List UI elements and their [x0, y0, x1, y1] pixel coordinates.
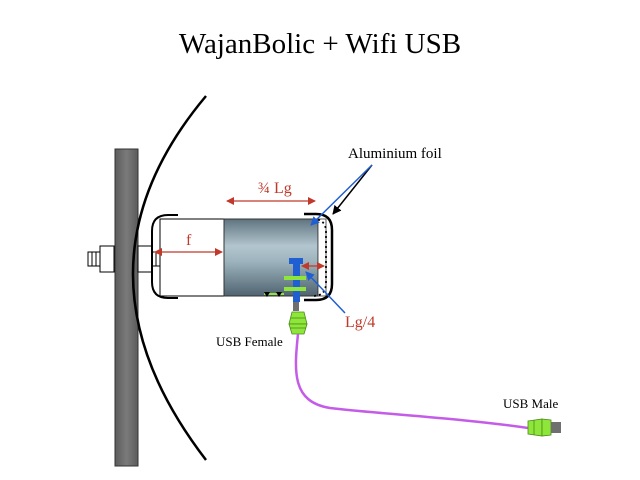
foil-pointer-2 [310, 164, 373, 226]
parabolic-dish [131, 95, 207, 461]
aluminium-foil-label: Aluminium foil [348, 146, 442, 162]
lg-quarter-label: Lg/4 [345, 314, 375, 331]
usb-female-label: USB Female [216, 334, 283, 349]
usb-female-connector [288, 311, 308, 335]
usb-male-label: USB Male [503, 396, 558, 411]
usb-cable [294, 333, 529, 430]
mounting-post [114, 148, 139, 467]
three-quarter-lg-label: ¾ Lg [258, 180, 292, 197]
foil-pointer-1 [332, 164, 373, 215]
lg-quarter-pointer [305, 271, 346, 314]
can-cylinder [223, 218, 319, 297]
tube-front-section [159, 218, 225, 297]
usb-male-connector [527, 418, 561, 437]
tube-left-cap [151, 214, 178, 299]
usb-wifi-probe [264, 258, 306, 311]
focal-length-label: f [186, 232, 192, 249]
tube-right-cap [304, 212, 334, 302]
bolt-assembly [87, 245, 173, 273]
diagram-title: WajanBolic + Wifi USB [178, 28, 462, 60]
